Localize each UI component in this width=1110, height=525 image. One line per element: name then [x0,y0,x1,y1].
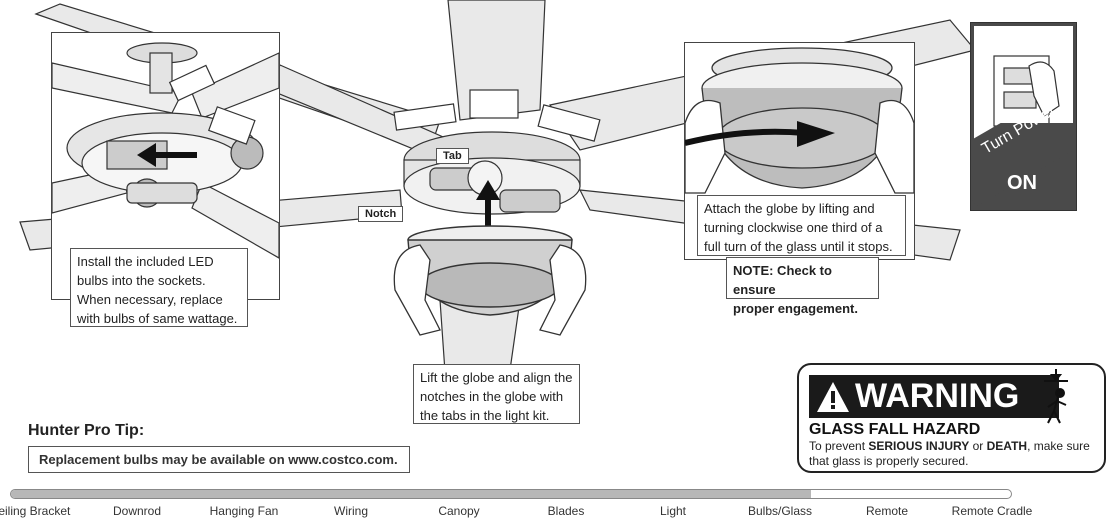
notch-label: Notch [358,206,404,222]
nav-item-light[interactable]: Light [659,504,687,518]
globe-attach-illustration [685,47,914,194]
note-line-1: NOTE: Check to ensure [733,263,832,297]
power-on-label: ON [1007,172,1037,194]
nav-item-downrod[interactable]: Downrod [112,504,162,518]
install-line-2: bulbs into the sockets. [77,273,206,288]
lift-line-3: the tabs in the light kit. [420,408,550,423]
hazard-text-pre: To prevent [809,439,869,453]
hazard-text-injury: SERIOUS INJURY [868,439,970,453]
pro-tip-box: Replacement bulbs may be available on ww… [28,446,410,473]
nav-item-ceiling-bracket[interactable]: Ceiling Bracket [0,504,71,518]
nav-item-remote-cradle[interactable]: Remote Cradle [951,504,1033,518]
bulb-install-illustration [52,42,279,259]
nav-item-remote[interactable]: Remote [865,504,909,518]
install-callout: Install the included LED bulbs into the … [70,248,248,327]
turn-power-on-panel: Turn Power ON [970,22,1077,211]
hazard-text-death: DEATH [986,439,1028,453]
switch-hand-icon [993,55,1060,127]
note-callout: NOTE: Check to ensure proper engagement. [726,257,879,316]
section-progress-bar [10,489,1012,499]
nav-item-canopy[interactable]: Canopy [438,504,480,518]
attach-callout: Attach the globe by lifting and turning … [697,195,906,256]
install-line-1: Install the included LED [77,254,214,269]
attach-line-3: full turn of the glass until it stops. [704,239,893,254]
light-switch-illustration [974,26,1073,140]
nav-item-blades[interactable]: Blades [547,504,585,518]
warning-triangle-icon [817,382,849,412]
attach-line-1: Attach the globe by lifting and [704,201,875,216]
warning-header: WARNING [809,375,1059,418]
pro-tip-text: Replacement bulbs may be available on ww… [39,452,398,467]
nav-item-hanging-fan[interactable]: Hanging Fan [209,504,279,518]
tab-label: Tab [436,148,469,164]
nav-item-bulbs-glass[interactable]: Bulbs/Glass [747,504,813,518]
lift-line-1: Lift the globe and align the [420,370,573,385]
hazard-text-post: , make sure that glass is properly secur… [809,439,1090,468]
lift-line-2: notches in the globe with [420,389,564,404]
install-line-4: with bulbs of same wattage. [77,311,238,326]
section-nav: Ceiling Bracket Downrod Hanging Fan Wiri… [0,487,1110,525]
hazard-title: GLASS FALL HAZARD [809,421,981,438]
install-line-3: When necessary, replace [77,292,223,307]
attach-line-2: turning clockwise one third of a [704,220,883,235]
falling-glass-person-icon [1044,369,1068,424]
glass-fall-warning: WARNING GLASS FALL HAZARD To prevent SER… [797,363,1106,473]
lift-callout: Lift the globe and align the notches in … [413,364,580,424]
hazard-text: To prevent SERIOUS INJURY or DEATH, make… [809,439,1099,469]
warning-title: WARNING [855,377,1020,415]
section-progress-fill [11,490,811,498]
nav-item-wiring[interactable]: Wiring [333,504,369,518]
note-line-2: proper engagement. [733,301,858,316]
pro-tip-title: Hunter Pro Tip: [28,422,145,439]
hazard-text-mid: or [969,439,987,453]
